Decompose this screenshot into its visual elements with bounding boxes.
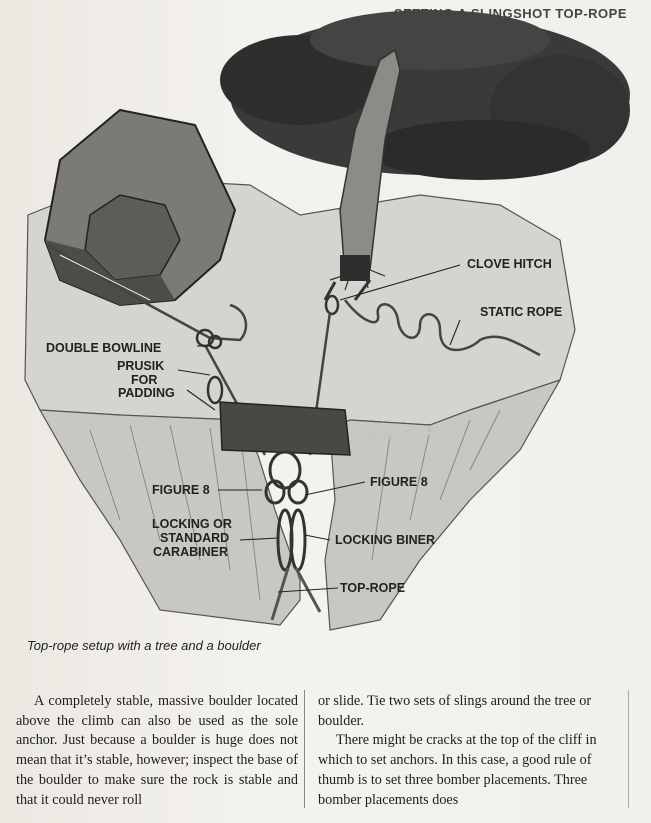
label-prusik-for: FOR [131,373,157,387]
label-carabiner-line2: STANDARD [160,531,229,545]
right-cliff-face [324,378,562,631]
label-figure8-right: FIGURE 8 [370,475,428,489]
top-rope-illustration: CLOVE HITCH STATIC ROPE DOUBLE BOWLINE P… [24,10,630,631]
label-top-rope: TOP-ROPE [340,581,405,595]
static-rope-coil [344,299,541,357]
figure-8-knots [264,450,309,505]
tree-foliage [220,10,630,180]
label-static-rope: STATIC ROPE [480,305,562,319]
left-paragraph: A completely stable, massive boulder loc… [16,693,298,808]
clove-hitch-knot [323,255,372,316]
right-paragraph-2: There might be cracks at the top of the … [318,732,597,808]
figure-caption: Top-rope setup with a tree and a boulder [27,638,261,653]
label-carabiner-line3: CARABINER [153,545,228,559]
label-double-bowline: DOUBLE BOWLINE [46,341,161,355]
body-right-column: or slide. Tie two sets of slings around … [318,692,600,810]
boulder [43,108,237,307]
body-left-column: A completely stable, massive boulder loc… [16,692,298,810]
page-edge-line [628,690,629,808]
tree-trunk [339,48,401,276]
label-prusik-padding: PADDING [118,386,175,400]
right-paragraph-1: or slide. Tie two sets of slings around … [318,693,592,729]
label-clove-hitch: CLOVE HITCH [467,257,552,271]
padding [219,401,351,456]
label-carabiner-line1: LOCKING OR [152,517,232,531]
label-locking-biner: LOCKING BINER [335,533,435,547]
label-prusik: PRUSIK [117,359,164,373]
label-figure8-left: FIGURE 8 [152,483,210,497]
column-divider [304,690,305,808]
prusik-carabiner [206,375,224,405]
